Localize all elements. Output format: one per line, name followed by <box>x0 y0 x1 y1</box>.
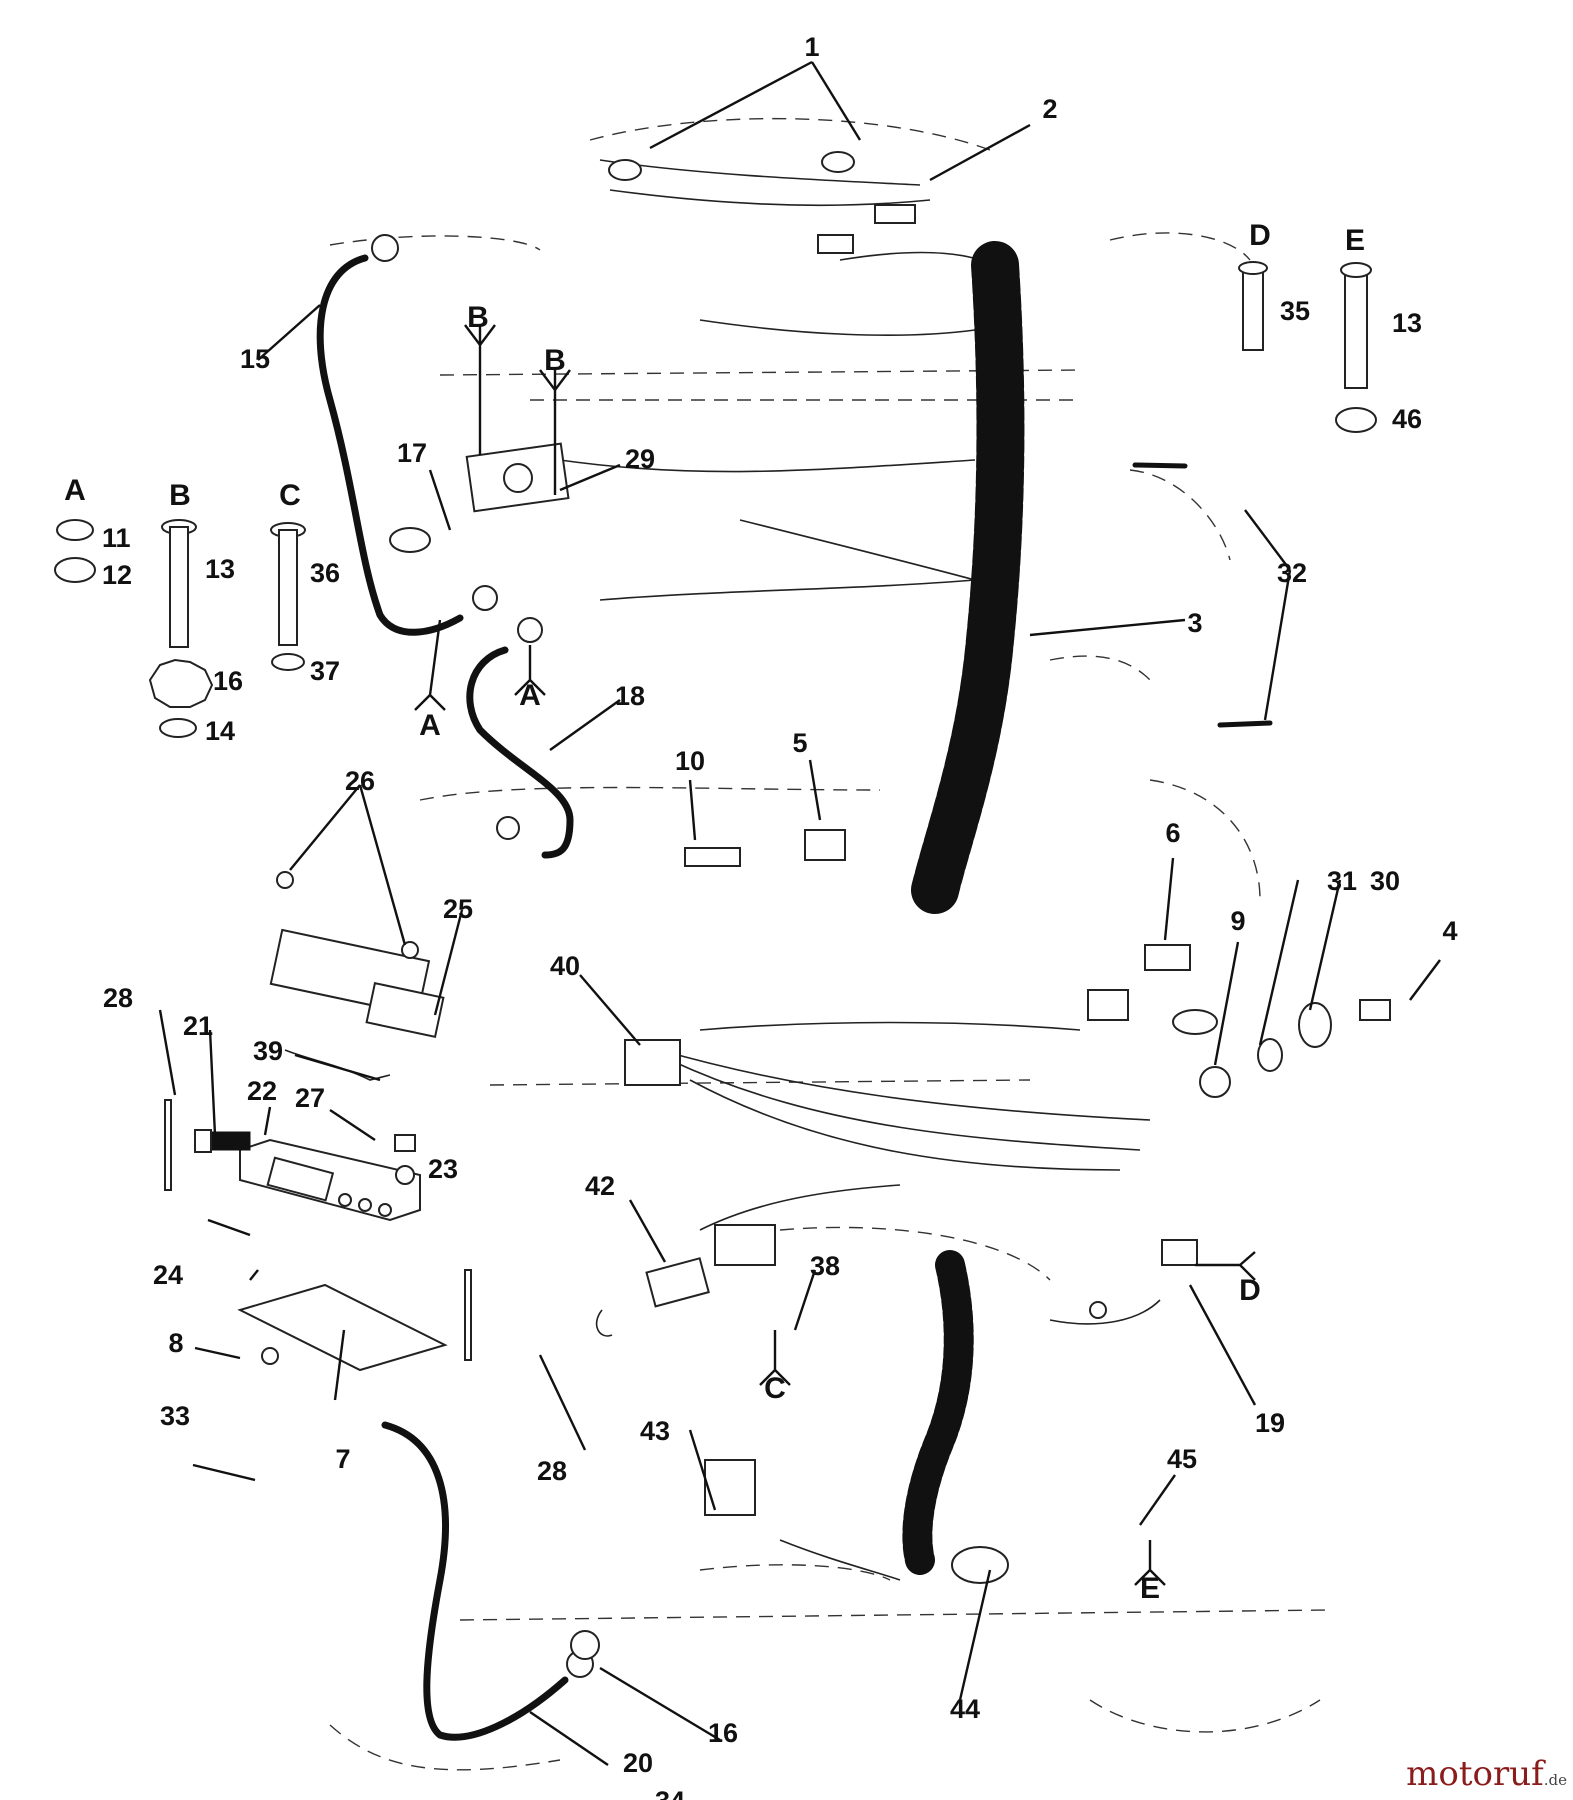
callout-12: 12 <box>102 560 132 590</box>
callout-34: 34 <box>655 1786 685 1800</box>
callout-28a: 28 <box>103 983 133 1013</box>
callout-35: 35 <box>1280 296 1310 326</box>
callout-46: 46 <box>1392 404 1422 434</box>
callout-22: 22 <box>247 1076 277 1106</box>
ground-label-b1: B <box>467 301 489 334</box>
group-header-e: E <box>1345 224 1365 257</box>
callout-40: 40 <box>550 951 580 981</box>
group-header-c: C <box>279 479 301 512</box>
callout-4: 4 <box>1442 916 1457 946</box>
callout-16a: 16 <box>213 666 243 696</box>
callout-labels: 1 2 3 4 5 6 7 8 9 10 11 12 13 13 14 15 1… <box>102 32 1458 1800</box>
callout-9: 9 <box>1230 906 1245 936</box>
callout-11: 11 <box>102 523 131 553</box>
callout-36: 36 <box>310 558 340 588</box>
ground-label-a2: A <box>519 679 541 712</box>
ground-symbols <box>414 324 1256 1586</box>
callout-37: 37 <box>310 656 340 686</box>
cable-18 <box>466 646 574 859</box>
callout-21: 21 <box>183 1011 213 1041</box>
watermark-logo: motoruf.de <box>1406 1754 1567 1794</box>
callout-45: 45 <box>1167 1444 1197 1474</box>
callout-44: 44 <box>950 1694 980 1724</box>
heavy-cables <box>316 254 574 1741</box>
corrugated-conduit-lower <box>902 1250 974 1575</box>
callout-14: 14 <box>205 716 235 746</box>
callout-31: 31 <box>1327 866 1357 896</box>
hardware-group-abc <box>54 519 306 738</box>
callout-15: 15 <box>240 344 270 374</box>
callout-29: 29 <box>625 444 655 474</box>
callout-30: 30 <box>1370 866 1400 896</box>
group-header-b: B <box>169 479 191 512</box>
ground-label-e: E <box>1140 1572 1160 1605</box>
callout-5: 5 <box>792 728 807 758</box>
callout-19: 19 <box>1255 1408 1285 1438</box>
callout-13b: 13 <box>1392 308 1422 338</box>
watermark-tld: .de <box>1543 1771 1567 1789</box>
callout-16b: 16 <box>708 1718 738 1748</box>
callout-32: 32 <box>1277 558 1307 588</box>
callout-33: 33 <box>160 1401 190 1431</box>
callout-10: 10 <box>675 746 705 776</box>
chassis-outline <box>329 117 1331 1771</box>
callout-28b: 28 <box>537 1456 567 1486</box>
ground-label-c: C <box>764 1372 786 1405</box>
leader-lines <box>158 60 1441 1766</box>
callout-23: 23 <box>428 1154 458 1184</box>
group-header-a: A <box>64 474 86 507</box>
callout-7: 7 <box>335 1444 350 1474</box>
harness-wires <box>559 159 1161 1581</box>
callout-43: 43 <box>640 1416 670 1446</box>
callout-1: 1 <box>804 32 819 62</box>
bolt-group-de <box>1238 261 1377 433</box>
callout-17: 17 <box>397 438 427 468</box>
callout-2: 2 <box>1042 94 1057 124</box>
callout-26: 26 <box>345 766 375 796</box>
callout-25: 25 <box>443 894 473 924</box>
callout-3: 3 <box>1187 608 1202 638</box>
callout-6: 6 <box>1165 818 1180 848</box>
ground-label-b2: B <box>544 344 566 377</box>
watermark-brand: motoruf <box>1406 1754 1544 1794</box>
callout-20: 20 <box>623 1748 653 1778</box>
cable-20 <box>381 1421 569 1741</box>
callout-24: 24 <box>153 1260 183 1290</box>
callout-13a: 13 <box>205 554 235 584</box>
callout-42: 42 <box>585 1171 615 1201</box>
group-letters: A B C D E B B A A C D E <box>64 219 1365 1605</box>
callout-8: 8 <box>168 1328 183 1358</box>
group-header-d: D <box>1249 219 1271 252</box>
corrugated-conduit-3 <box>911 241 1025 914</box>
callout-18: 18 <box>615 681 645 711</box>
ground-label-d: D <box>1239 1274 1261 1307</box>
callout-27: 27 <box>295 1083 325 1113</box>
cable-15 <box>316 254 464 636</box>
callout-39: 39 <box>253 1036 283 1066</box>
ground-label-a1: A <box>419 709 441 742</box>
callout-38: 38 <box>810 1251 840 1281</box>
